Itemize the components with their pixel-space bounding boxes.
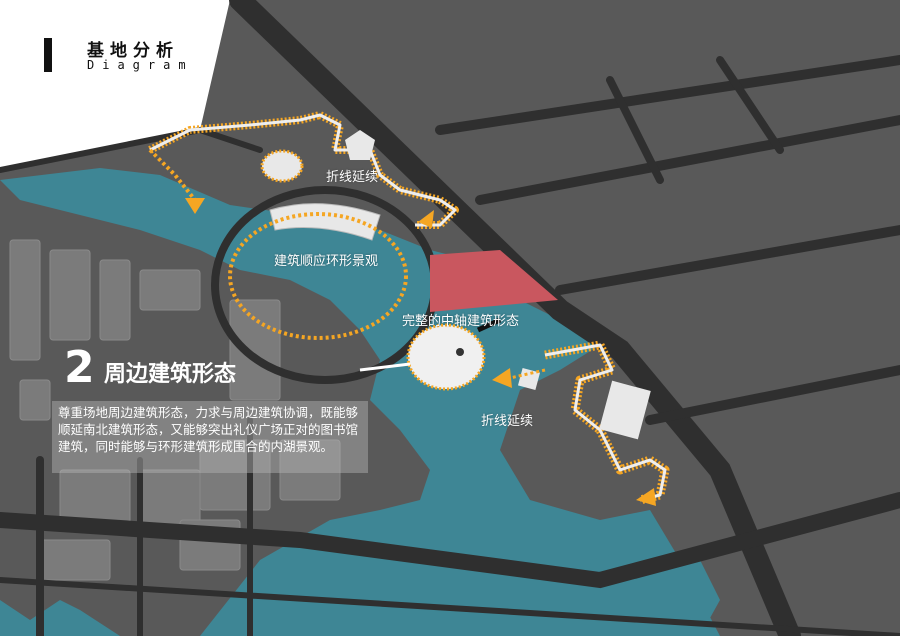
label-ring: 建筑顺应环形景观 [274,254,379,269]
lake [0,168,720,636]
section-title: 周边建筑形态 [104,362,237,387]
highlight-plot [430,250,558,312]
page-title: 基地分析 [87,41,179,61]
arrow-south-1 [492,368,512,388]
library-building [359,317,502,391]
label-axis: 完整的中轴建筑形态 [402,314,520,329]
description-panel [52,401,368,473]
page-subtitle: Diagram [87,58,194,72]
description-text: 尊重场地周边建筑形态，力求与周边建筑协调，既能够顺延南北建筑形态，又能够突出礼仪… [58,405,359,454]
header-accent-bar [44,38,52,72]
arrow-north-2 [418,210,434,228]
west-buildings [9,239,341,581]
arrow-south-2 [636,488,656,506]
arrow-north-1 [185,198,205,214]
north-pavilion [260,149,304,183]
label-fold-south: 折线延续 [481,414,534,429]
section-number: 2 [64,342,95,393]
ring-landscape [228,212,408,340]
south-block [599,380,651,440]
label-fold-north: 折线延续 [326,170,379,185]
